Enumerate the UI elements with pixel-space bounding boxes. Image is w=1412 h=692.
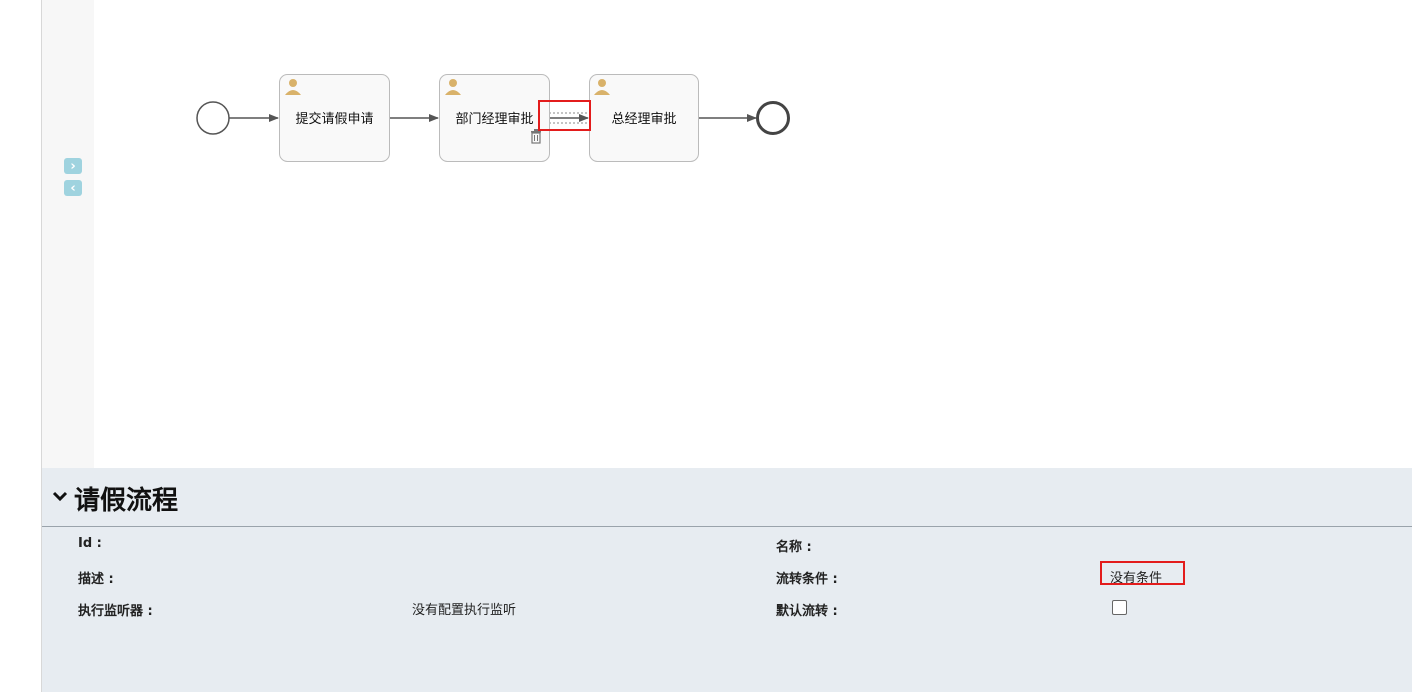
highlight-annotation-condition	[1100, 561, 1185, 585]
start-event[interactable]	[196, 101, 230, 135]
listener-label: 执行监听器 :	[78, 604, 153, 619]
trash-icon[interactable]	[531, 129, 541, 144]
end-event[interactable]	[756, 101, 790, 135]
task-label: 提交请假申请	[295, 111, 373, 127]
properties-panel: 请假流程 Id : 名称 : 描述 : 流转条件 : 没有条件 执行监听器 : …	[42, 468, 1412, 692]
user-task-icon	[445, 79, 461, 95]
default-flow-checkbox[interactable]	[1112, 600, 1127, 615]
left-border	[0, 0, 42, 692]
id-label: Id :	[78, 536, 102, 551]
user-task-icon	[594, 79, 610, 95]
user-task-icon	[285, 79, 301, 95]
listener-value[interactable]: 没有配置执行监听	[412, 603, 517, 618]
highlight-annotation-flow	[538, 100, 591, 131]
task-label: 总经理审批	[611, 112, 676, 127]
collapse-left-icon[interactable]: ‹	[64, 180, 82, 196]
chevron-down-icon[interactable]	[52, 487, 68, 505]
task-department-manager-approval[interactable]: 部门经理审批	[439, 74, 550, 162]
process-diagram: 提交请假申请 部门经理审批 总经理审批	[196, 74, 790, 162]
default-flow-label: 默认流转 :	[776, 604, 838, 619]
task-label: 部门经理审批	[455, 112, 533, 127]
expand-right-icon[interactable]: ›	[64, 158, 82, 174]
canvas-gutter	[42, 0, 94, 468]
condition-label: 流转条件 :	[776, 572, 838, 587]
task-submit-leave-request[interactable]: 提交请假申请	[279, 74, 390, 162]
panel-title: 请假流程	[74, 486, 179, 516]
panel-header[interactable]: 请假流程	[42, 468, 1412, 527]
name-label: 名称 :	[776, 540, 812, 555]
condition-value[interactable]: 没有条件	[1110, 571, 1163, 586]
description-label: 描述 :	[78, 572, 114, 587]
task-general-manager-approval[interactable]: 总经理审批	[589, 74, 699, 162]
